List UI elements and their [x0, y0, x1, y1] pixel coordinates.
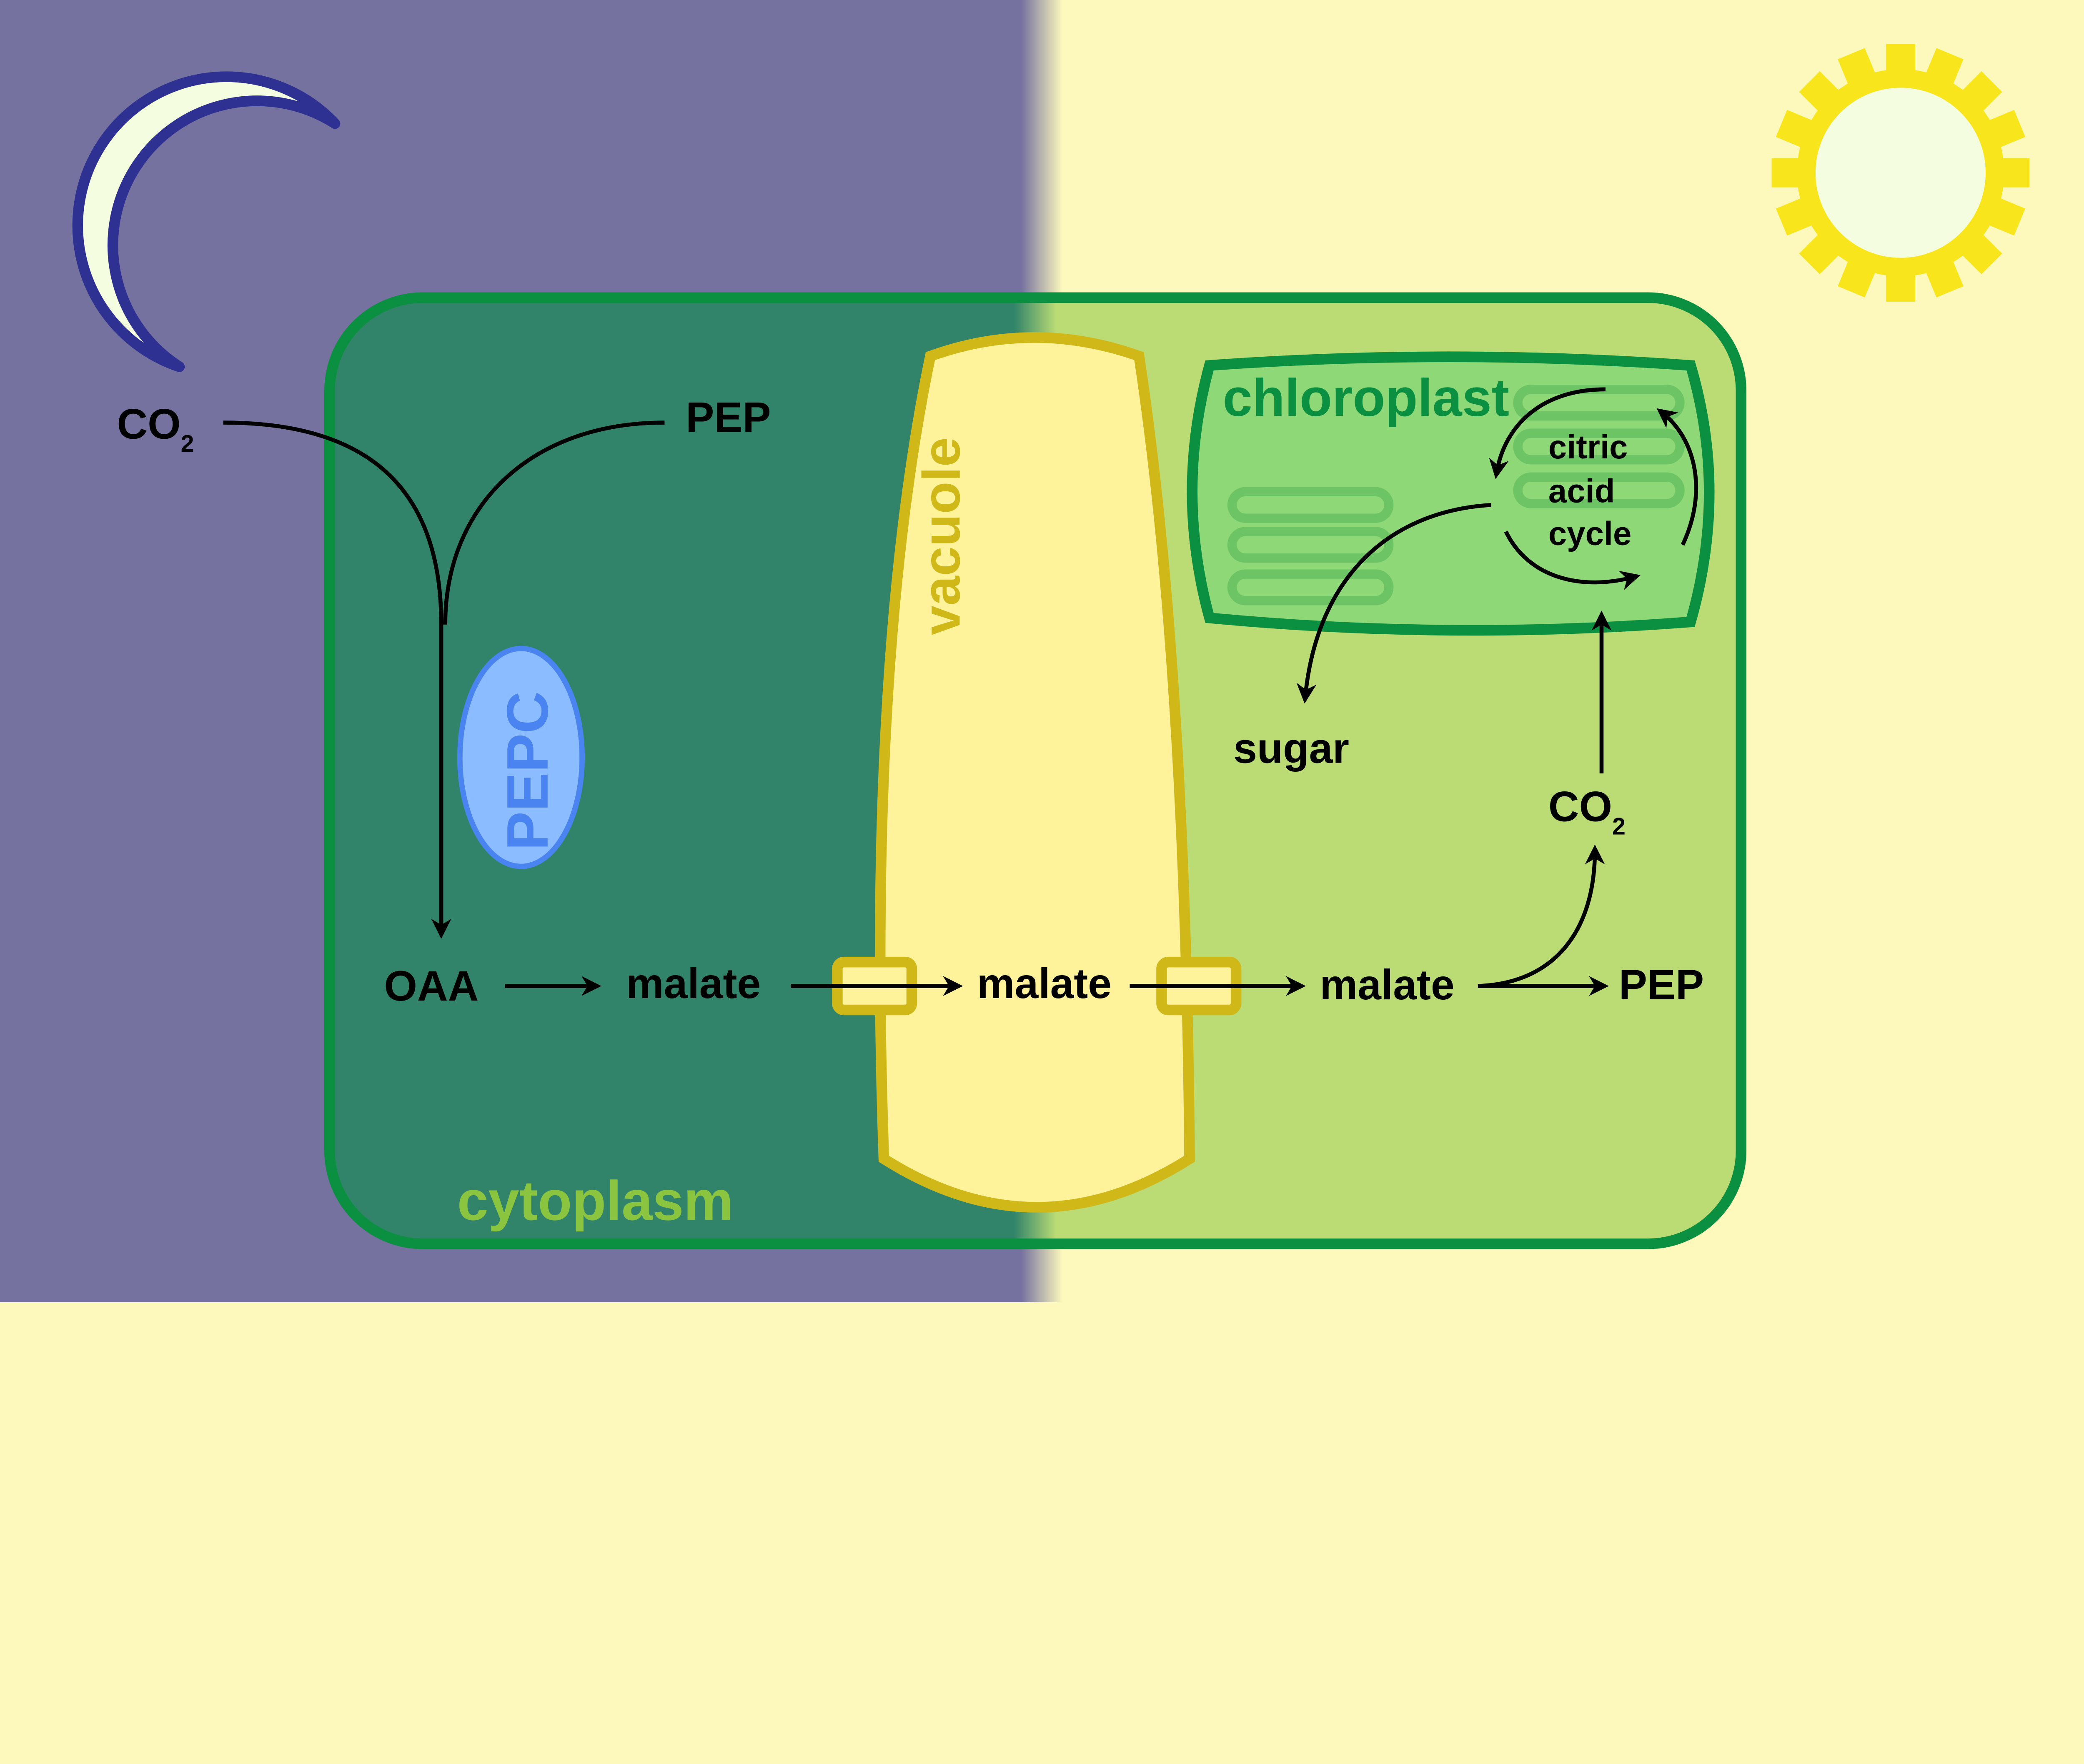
arrow-malate-to-co2 — [1478, 844, 1605, 988]
malate-cytoplasm-day-label: malate — [1320, 961, 1454, 1008]
chloroplast-label: chloroplast — [1223, 368, 1509, 428]
arrow-cycle-3 — [1656, 408, 1698, 546]
oaa-label: OAA — [384, 962, 479, 1010]
acid-label: acid — [1548, 472, 1615, 509]
arrow-to-sugar — [1296, 503, 1492, 704]
co2-left-label: CO2 — [117, 400, 194, 457]
thylakoids — [1227, 385, 1685, 606]
malate-vacuole-label: malate — [977, 960, 1112, 1007]
citric-label: citric — [1548, 428, 1628, 465]
pepc-enzyme — [457, 646, 585, 869]
cycle-label: cycle — [1548, 515, 1631, 552]
malate-cytoplasm-night-label: malate — [626, 960, 761, 1007]
cam-photosynthesis-diagram: vacuole chloroplast PEPC CO2 PEP OAA mal… — [0, 0, 2084, 1302]
arrow-cycle-2 — [1504, 530, 1641, 590]
pep-right-label: PEP — [1619, 961, 1704, 1008]
moon-icon — [72, 71, 341, 372]
sun-icon — [1771, 44, 2030, 302]
pep-top-label: PEP — [686, 393, 771, 441]
vacuole-label: vacuole — [912, 437, 971, 635]
co2-right-label: CO2 — [1548, 783, 1626, 840]
pepc-label: PEPC — [495, 691, 560, 851]
cytoplasm-label: cytoplasm — [457, 1170, 733, 1232]
arrow-co2-to-oaa — [223, 420, 451, 939]
arrow-cycle-1 — [1489, 387, 1606, 479]
sugar-label: sugar — [1233, 724, 1349, 772]
arrow-pep-to-oaa — [443, 420, 665, 625]
